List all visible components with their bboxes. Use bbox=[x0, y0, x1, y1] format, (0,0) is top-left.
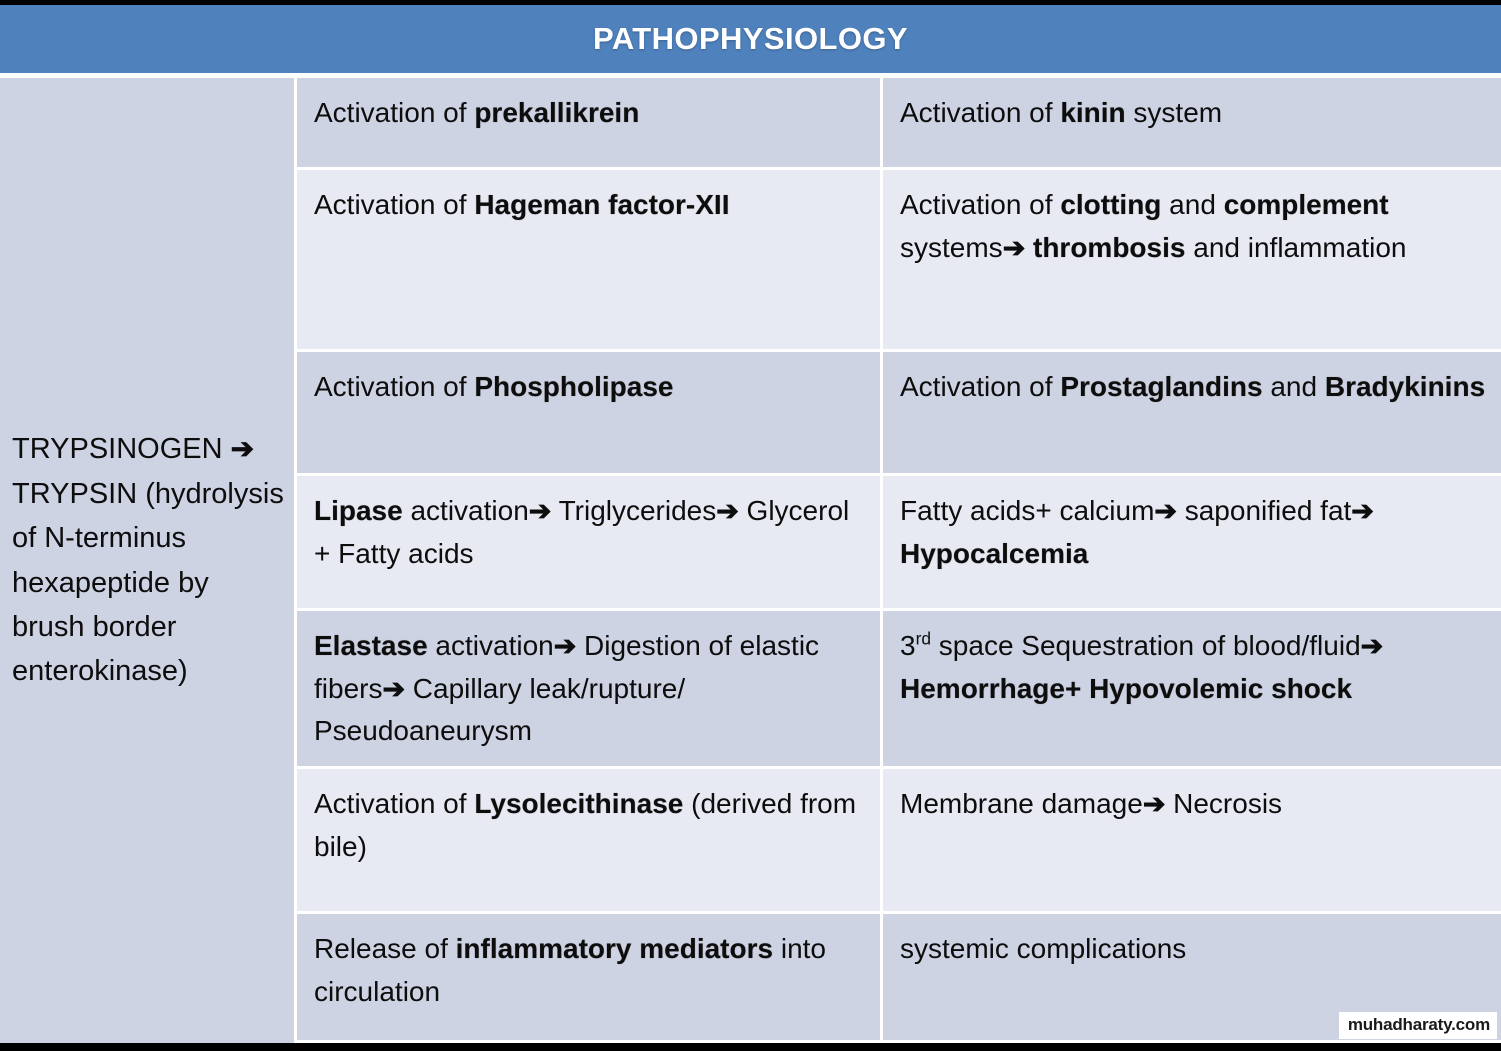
table-row: Activation of Phospholipase Activation o… bbox=[297, 352, 1501, 476]
arrow-icon: ➔ bbox=[230, 433, 254, 465]
term-lysolecithinase: Lysolecithinase bbox=[474, 788, 684, 819]
term-prostaglandins: Prostaglandins bbox=[1060, 371, 1263, 402]
row-3-effect-cell: Activation of Prostaglandins and Bradyki… bbox=[883, 352, 1501, 473]
row-1-effect-cell: Activation of kinin system bbox=[883, 78, 1501, 167]
row-2-effect-cell: Activation of clotting and complement sy… bbox=[883, 170, 1501, 349]
term-prekallikrein: prekallikrein bbox=[474, 97, 640, 128]
arrow-icon: ➔ bbox=[716, 496, 739, 526]
arrow-icon: ➔ bbox=[1142, 789, 1166, 819]
term-thrombosis: thrombosis bbox=[1033, 231, 1186, 263]
row-4-mechanism-cell: Lipase activation➔ Triglycerides➔ Glycer… bbox=[297, 476, 883, 608]
table-row: Activation of prekallikrein Activation o… bbox=[297, 78, 1501, 170]
arrow-icon: ➔ bbox=[528, 496, 552, 526]
row-7-effect-cell: systemic complications bbox=[883, 914, 1501, 1040]
row-5-mechanism-cell: Elastase activation➔ Digestion of elasti… bbox=[297, 611, 883, 766]
term-phospholipase: Phospholipase bbox=[474, 371, 674, 402]
arrow-icon: ➔ bbox=[1351, 496, 1374, 526]
ordinal-suffix: rd bbox=[915, 628, 932, 649]
term-inflammatory-mediators: inflammatory mediators bbox=[455, 933, 774, 964]
row-6-effect-cell: Membrane damage➔ Necrosis bbox=[883, 769, 1501, 911]
trypsinogen-label: TRYPSINOGEN ➔ TRYPSIN (hydrolysis of N-t… bbox=[12, 427, 284, 693]
term-clotting: clotting bbox=[1060, 189, 1162, 220]
page-title: PATHOPHYSIOLOGY bbox=[593, 21, 908, 56]
term-hypocalcemia: Hypocalcemia bbox=[900, 537, 1089, 569]
watermark: muhadharaty.com bbox=[1338, 1012, 1497, 1039]
table-row: Activation of Lysolecithinase (derived f… bbox=[297, 769, 1501, 914]
term-complement: complement bbox=[1223, 189, 1389, 220]
arrow-icon: ➔ bbox=[553, 631, 577, 661]
row-2-mechanism-cell: Activation of Hageman factor-XII bbox=[297, 170, 883, 349]
trypsinogen-line-1: TRYPSINOGEN ➔ TRYPSIN bbox=[12, 433, 254, 510]
row-5-effect-cell: 3rd space Sequestration of blood/fluid➔ … bbox=[883, 611, 1501, 766]
term-hemorrhage: Hemorrhage+ Hypovolemic shock bbox=[900, 672, 1353, 704]
arrow-icon: ➔ bbox=[1002, 232, 1026, 263]
table-row: Release of inflammatory mediators into c… bbox=[297, 914, 1501, 1040]
table-row: Activation of Hageman factor-XII Activat… bbox=[297, 170, 1501, 352]
term-hageman-factor: Hageman factor-XII bbox=[474, 189, 730, 220]
bottom-edge-strip bbox=[0, 1043, 1501, 1051]
term-lipase: Lipase bbox=[314, 495, 403, 526]
table-left-header-cell: TRYPSINOGEN ➔ TRYPSIN (hydrolysis of N-t… bbox=[0, 78, 297, 1043]
row-6-mechanism-cell: Activation of Lysolecithinase (derived f… bbox=[297, 769, 883, 911]
trypsinogen-line-2: (hydrolysis of N-terminus hexapeptide by… bbox=[12, 477, 284, 688]
term-kinin: kinin bbox=[1060, 97, 1126, 128]
row-7-mechanism-cell: Release of inflammatory mediators into c… bbox=[297, 914, 883, 1040]
term-elastase: Elastase bbox=[314, 630, 428, 661]
pathophysiology-table: TRYPSINOGEN ➔ TRYPSIN (hydrolysis of N-t… bbox=[0, 78, 1501, 1043]
term-bradykinins: Bradykinins bbox=[1324, 371, 1486, 402]
table-row: Lipase activation➔ Triglycerides➔ Glycer… bbox=[297, 476, 1501, 611]
arrow-icon: ➔ bbox=[382, 673, 405, 704]
table-rows: Activation of prekallikrein Activation o… bbox=[297, 78, 1501, 1043]
row-3-mechanism-cell: Activation of Phospholipase bbox=[297, 352, 883, 473]
arrow-icon: ➔ bbox=[1360, 631, 1384, 661]
table-row: Elastase activation➔ Digestion of elasti… bbox=[297, 611, 1501, 769]
row-1-mechanism-cell: Activation of prekallikrein bbox=[297, 78, 883, 167]
slide-title-banner: PATHOPHYSIOLOGY bbox=[0, 5, 1501, 73]
row-4-effect-cell: Fatty acids+ calcium➔ saponified fat➔ Hy… bbox=[883, 476, 1501, 608]
arrow-icon: ➔ bbox=[1154, 496, 1177, 526]
top-edge-strip bbox=[0, 0, 1501, 5]
